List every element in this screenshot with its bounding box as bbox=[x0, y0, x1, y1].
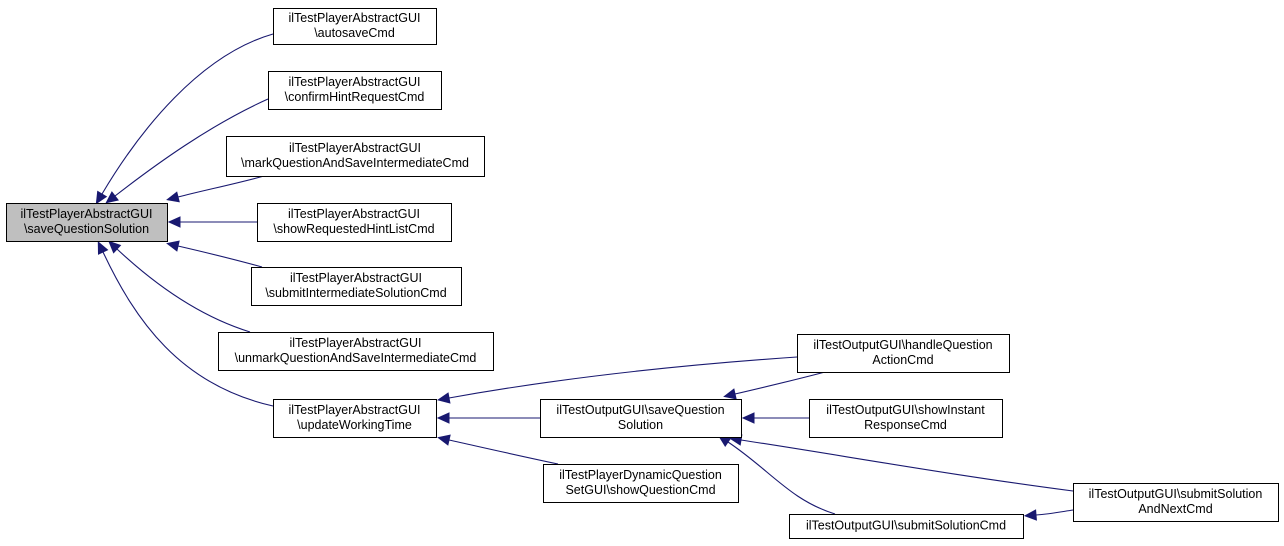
edge-line bbox=[116, 248, 251, 333]
edge-line bbox=[101, 33, 274, 195]
node-label: \updateWorkingTime bbox=[297, 418, 412, 432]
node-box bbox=[797, 334, 1010, 373]
node-label: \autosaveCmd bbox=[314, 26, 395, 40]
arrowhead bbox=[166, 191, 180, 203]
edge-n5-to-n0 bbox=[166, 240, 263, 268]
caller-node[interactable]: ilTestPlayerAbstractGUI\submitIntermedia… bbox=[251, 267, 462, 306]
edge-n4-to-n0 bbox=[167, 216, 257, 228]
node-label: ilTestPlayerAbstractGUI bbox=[289, 141, 421, 155]
arrowhead bbox=[437, 392, 451, 404]
node-label: \submitIntermediateSolutionCmd bbox=[265, 286, 446, 300]
edge-n1-to-n0 bbox=[95, 33, 274, 205]
node-box bbox=[543, 464, 739, 503]
node-label: ilTestPlayerDynamicQuestion bbox=[559, 468, 722, 482]
caller-node[interactable]: ilTestPlayerAbstractGUI\unmarkQuestionAn… bbox=[218, 332, 494, 371]
node-box bbox=[251, 267, 462, 306]
node-label: ilTestOutputGUI\handleQuestion bbox=[813, 338, 992, 352]
caller-node[interactable]: ilTestPlayerAbstractGUI\updateWorkingTim… bbox=[273, 399, 437, 438]
edge-line bbox=[448, 356, 798, 399]
node-box bbox=[226, 136, 485, 177]
node-label: ilTestPlayerAbstractGUI bbox=[289, 403, 421, 417]
caller-node[interactable]: ilTestOutputGUI\saveQuestionSolution bbox=[540, 399, 742, 438]
node-label: ilTestPlayerAbstractGUI bbox=[290, 336, 422, 350]
edge-n10-to-n8 bbox=[723, 371, 826, 400]
edge-line bbox=[448, 439, 559, 465]
edge-n3-to-n0 bbox=[166, 175, 265, 203]
node-box bbox=[218, 332, 494, 371]
arrowhead bbox=[741, 412, 755, 424]
caller-node[interactable]: ilTestOutputGUI\submitSolutionCmd bbox=[789, 514, 1024, 539]
edge-line bbox=[1035, 509, 1074, 516]
edge-line bbox=[734, 371, 826, 395]
node-box bbox=[273, 399, 437, 438]
node-label: ilTestPlayerAbstractGUI bbox=[289, 11, 421, 25]
node-box bbox=[268, 71, 442, 110]
edge-line bbox=[114, 98, 269, 197]
node-label: ilTestOutputGUI\submitSolutionCmd bbox=[806, 519, 1006, 533]
node-label: ilTestOutputGUI\saveQuestion bbox=[556, 403, 724, 417]
caller-node[interactable]: ilTestPlayerDynamicQuestionSetGUI\showQu… bbox=[543, 464, 739, 503]
node-label: AndNextCmd bbox=[1138, 502, 1212, 516]
edge-n11-to-n8 bbox=[741, 412, 809, 424]
edge-n9-to-n7 bbox=[437, 434, 559, 465]
arrowhead bbox=[97, 241, 109, 255]
edge-n13-to-n12 bbox=[1023, 509, 1074, 521]
node-box bbox=[540, 399, 742, 438]
arrowhead bbox=[1023, 509, 1037, 521]
edge-n10-to-n7 bbox=[437, 356, 798, 404]
arrowhead bbox=[723, 388, 737, 400]
edge-n6-to-n0 bbox=[108, 240, 251, 333]
node-label: ilTestPlayerAbstractGUI bbox=[290, 271, 422, 285]
arrowhead bbox=[105, 191, 119, 204]
arrowhead bbox=[437, 434, 451, 446]
node-box bbox=[6, 203, 168, 242]
arrowhead bbox=[95, 190, 108, 205]
node-label: ActionCmd bbox=[872, 353, 933, 367]
node-label: \markQuestionAndSaveIntermediateCmd bbox=[241, 156, 469, 170]
node-label: ilTestPlayerAbstractGUI bbox=[289, 75, 421, 89]
edge-line bbox=[102, 251, 274, 407]
node-label: ilTestPlayerAbstractGUI bbox=[288, 207, 420, 221]
edge-line bbox=[740, 439, 1074, 492]
node-label: \saveQuestionSolution bbox=[24, 222, 149, 236]
arrowhead bbox=[436, 412, 450, 424]
edge-line bbox=[177, 245, 263, 268]
node-box bbox=[273, 8, 437, 45]
node-box bbox=[809, 399, 1003, 438]
node-label: ResponseCmd bbox=[864, 418, 947, 432]
edge-n7-to-n0 bbox=[97, 241, 274, 407]
caller-node[interactable]: ilTestPlayerAbstractGUI\showRequestedHin… bbox=[257, 203, 452, 242]
focus-node[interactable]: ilTestPlayerAbstractGUI\saveQuestionSolu… bbox=[6, 203, 168, 242]
node-label: \confirmHintRequestCmd bbox=[285, 90, 425, 104]
caller-node[interactable]: ilTestPlayerAbstractGUI\markQuestionAndS… bbox=[226, 136, 485, 177]
node-label: \showRequestedHintListCmd bbox=[273, 222, 434, 236]
edge-line bbox=[177, 175, 265, 198]
arrowhead bbox=[167, 216, 181, 228]
edge-n8-to-n7 bbox=[436, 412, 540, 424]
node-box bbox=[789, 514, 1024, 539]
node-label: SetGUI\showQuestionCmd bbox=[565, 483, 715, 497]
node-box bbox=[1073, 483, 1279, 522]
nodes-layer: ilTestPlayerAbstractGUI\saveQuestionSolu… bbox=[6, 8, 1279, 539]
node-label: Solution bbox=[618, 418, 663, 432]
node-label: ilTestOutputGUI\submitSolution bbox=[1089, 487, 1263, 501]
edge-n2-to-n0 bbox=[105, 98, 269, 204]
node-label: ilTestPlayerAbstractGUI bbox=[21, 207, 153, 221]
arrowhead bbox=[108, 240, 122, 254]
arrowhead bbox=[166, 240, 180, 252]
node-label: ilTestOutputGUI\showInstant bbox=[826, 403, 985, 417]
caller-node[interactable]: ilTestPlayerAbstractGUI\autosaveCmd bbox=[273, 8, 437, 45]
node-label: \unmarkQuestionAndSaveIntermediateCmd bbox=[235, 351, 477, 365]
caller-node[interactable]: ilTestPlayerAbstractGUI\confirmHintReque… bbox=[268, 71, 442, 110]
edges-layer bbox=[95, 33, 1074, 521]
node-box bbox=[257, 203, 452, 242]
edge-n13-to-n8 bbox=[728, 434, 1074, 492]
edge-line bbox=[727, 441, 836, 515]
